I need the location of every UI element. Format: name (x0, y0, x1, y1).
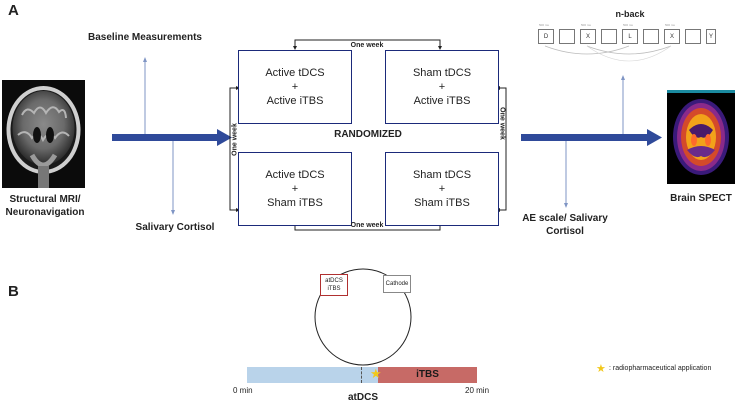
mri-image (2, 80, 85, 188)
one-week-label-bottom: One week (350, 222, 384, 229)
legend-text: : radiopharmaceutical application (609, 365, 712, 372)
thin-vertical-arrows (143, 57, 625, 215)
timeline-atdcs-segment (247, 367, 378, 383)
mri-caption: Structural MRI/ Neuronavigation (5, 194, 85, 218)
randomized-label: RANDOMIZED (334, 129, 402, 140)
condition-line2: Active iTBS (413, 95, 471, 107)
one-week-label-top: One week (350, 42, 384, 49)
nback-blank-box (559, 29, 575, 44)
spect-image (667, 90, 735, 184)
nback-time-label: 500 ms (665, 23, 675, 27)
thick-arrow-left (112, 134, 217, 141)
condition-plus: + (291, 183, 299, 195)
condition-sham-tdcs-sham-itbs: Sham tDCS + Sham iTBS (385, 152, 499, 226)
nback-time-label: 500 ms (623, 23, 633, 27)
timeline-end-label: 20 min (465, 386, 490, 395)
star-icon: ★ (370, 366, 382, 381)
timeline-start-label: 0 min (233, 386, 253, 395)
ae-scale-label: AE scale/ Salivary Cortisol (522, 213, 608, 237)
session-timeline: iTBS ★ (247, 366, 477, 383)
nback-letter-box: L (622, 29, 638, 44)
timeline-itbs-segment (378, 367, 477, 383)
timeline-divider (361, 367, 362, 383)
nback-blank-box (643, 29, 659, 44)
nback-letter-box: X (664, 29, 680, 44)
nback-blank-box (601, 29, 617, 44)
thick-arrow-left-head (217, 129, 232, 146)
nback-letter-box: X (580, 29, 596, 44)
itbs-label: iTBS (416, 369, 439, 380)
condition-line2: Sham iTBS (267, 197, 323, 209)
head-circle (314, 268, 412, 366)
nback-title: n-back (615, 9, 645, 19)
spect-caption: Brain SPECT (670, 193, 732, 204)
nback-time-label: 500 ms (539, 23, 549, 27)
nback-arcs (544, 45, 672, 62)
nback-time-label: 500 ms (581, 23, 591, 27)
condition-sham-tdcs-active-itbs: Sham tDCS + Active iTBS (385, 50, 499, 124)
condition-line1: Active tDCS (265, 67, 325, 79)
condition-active-tdcs-sham-itbs: Active tDCS + Sham iTBS (238, 152, 352, 226)
baseline-label: Baseline Measurements (88, 32, 202, 43)
one-week-connectors (229, 39, 507, 231)
condition-line2: Active iTBS (266, 95, 324, 107)
cathode-electrode: Cathode (383, 275, 411, 293)
anode-electrode: atDCS iTBS (320, 274, 348, 296)
condition-line1: Active tDCS (265, 169, 325, 181)
condition-active-tdcs-active-itbs: Active tDCS + Active iTBS (238, 50, 352, 124)
panel-label-b: B (8, 283, 19, 300)
salivary-cortisol-label: Salivary Cortisol (135, 222, 215, 233)
condition-plus: + (291, 81, 299, 93)
thick-arrow-right (521, 134, 647, 141)
condition-line1: Sham tDCS (412, 67, 472, 79)
thick-arrow-right-head (647, 129, 662, 146)
condition-plus: + (438, 183, 446, 195)
nback-blank-box (685, 29, 701, 44)
condition-plus: + (438, 81, 446, 93)
condition-line2: Sham iTBS (414, 197, 470, 209)
nback-sequence: D X L X Y 500 ms 500 ms 500 ms 500 ms (535, 22, 716, 72)
legend-star-icon: ★ (596, 363, 606, 375)
nback-letter-box: Y (706, 29, 716, 44)
condition-line1: Sham tDCS (412, 169, 472, 181)
panel-label-a: A (8, 2, 19, 19)
nback-letter-box: D (538, 29, 554, 44)
timeline-atdcs-label: atDCS (347, 392, 378, 403)
